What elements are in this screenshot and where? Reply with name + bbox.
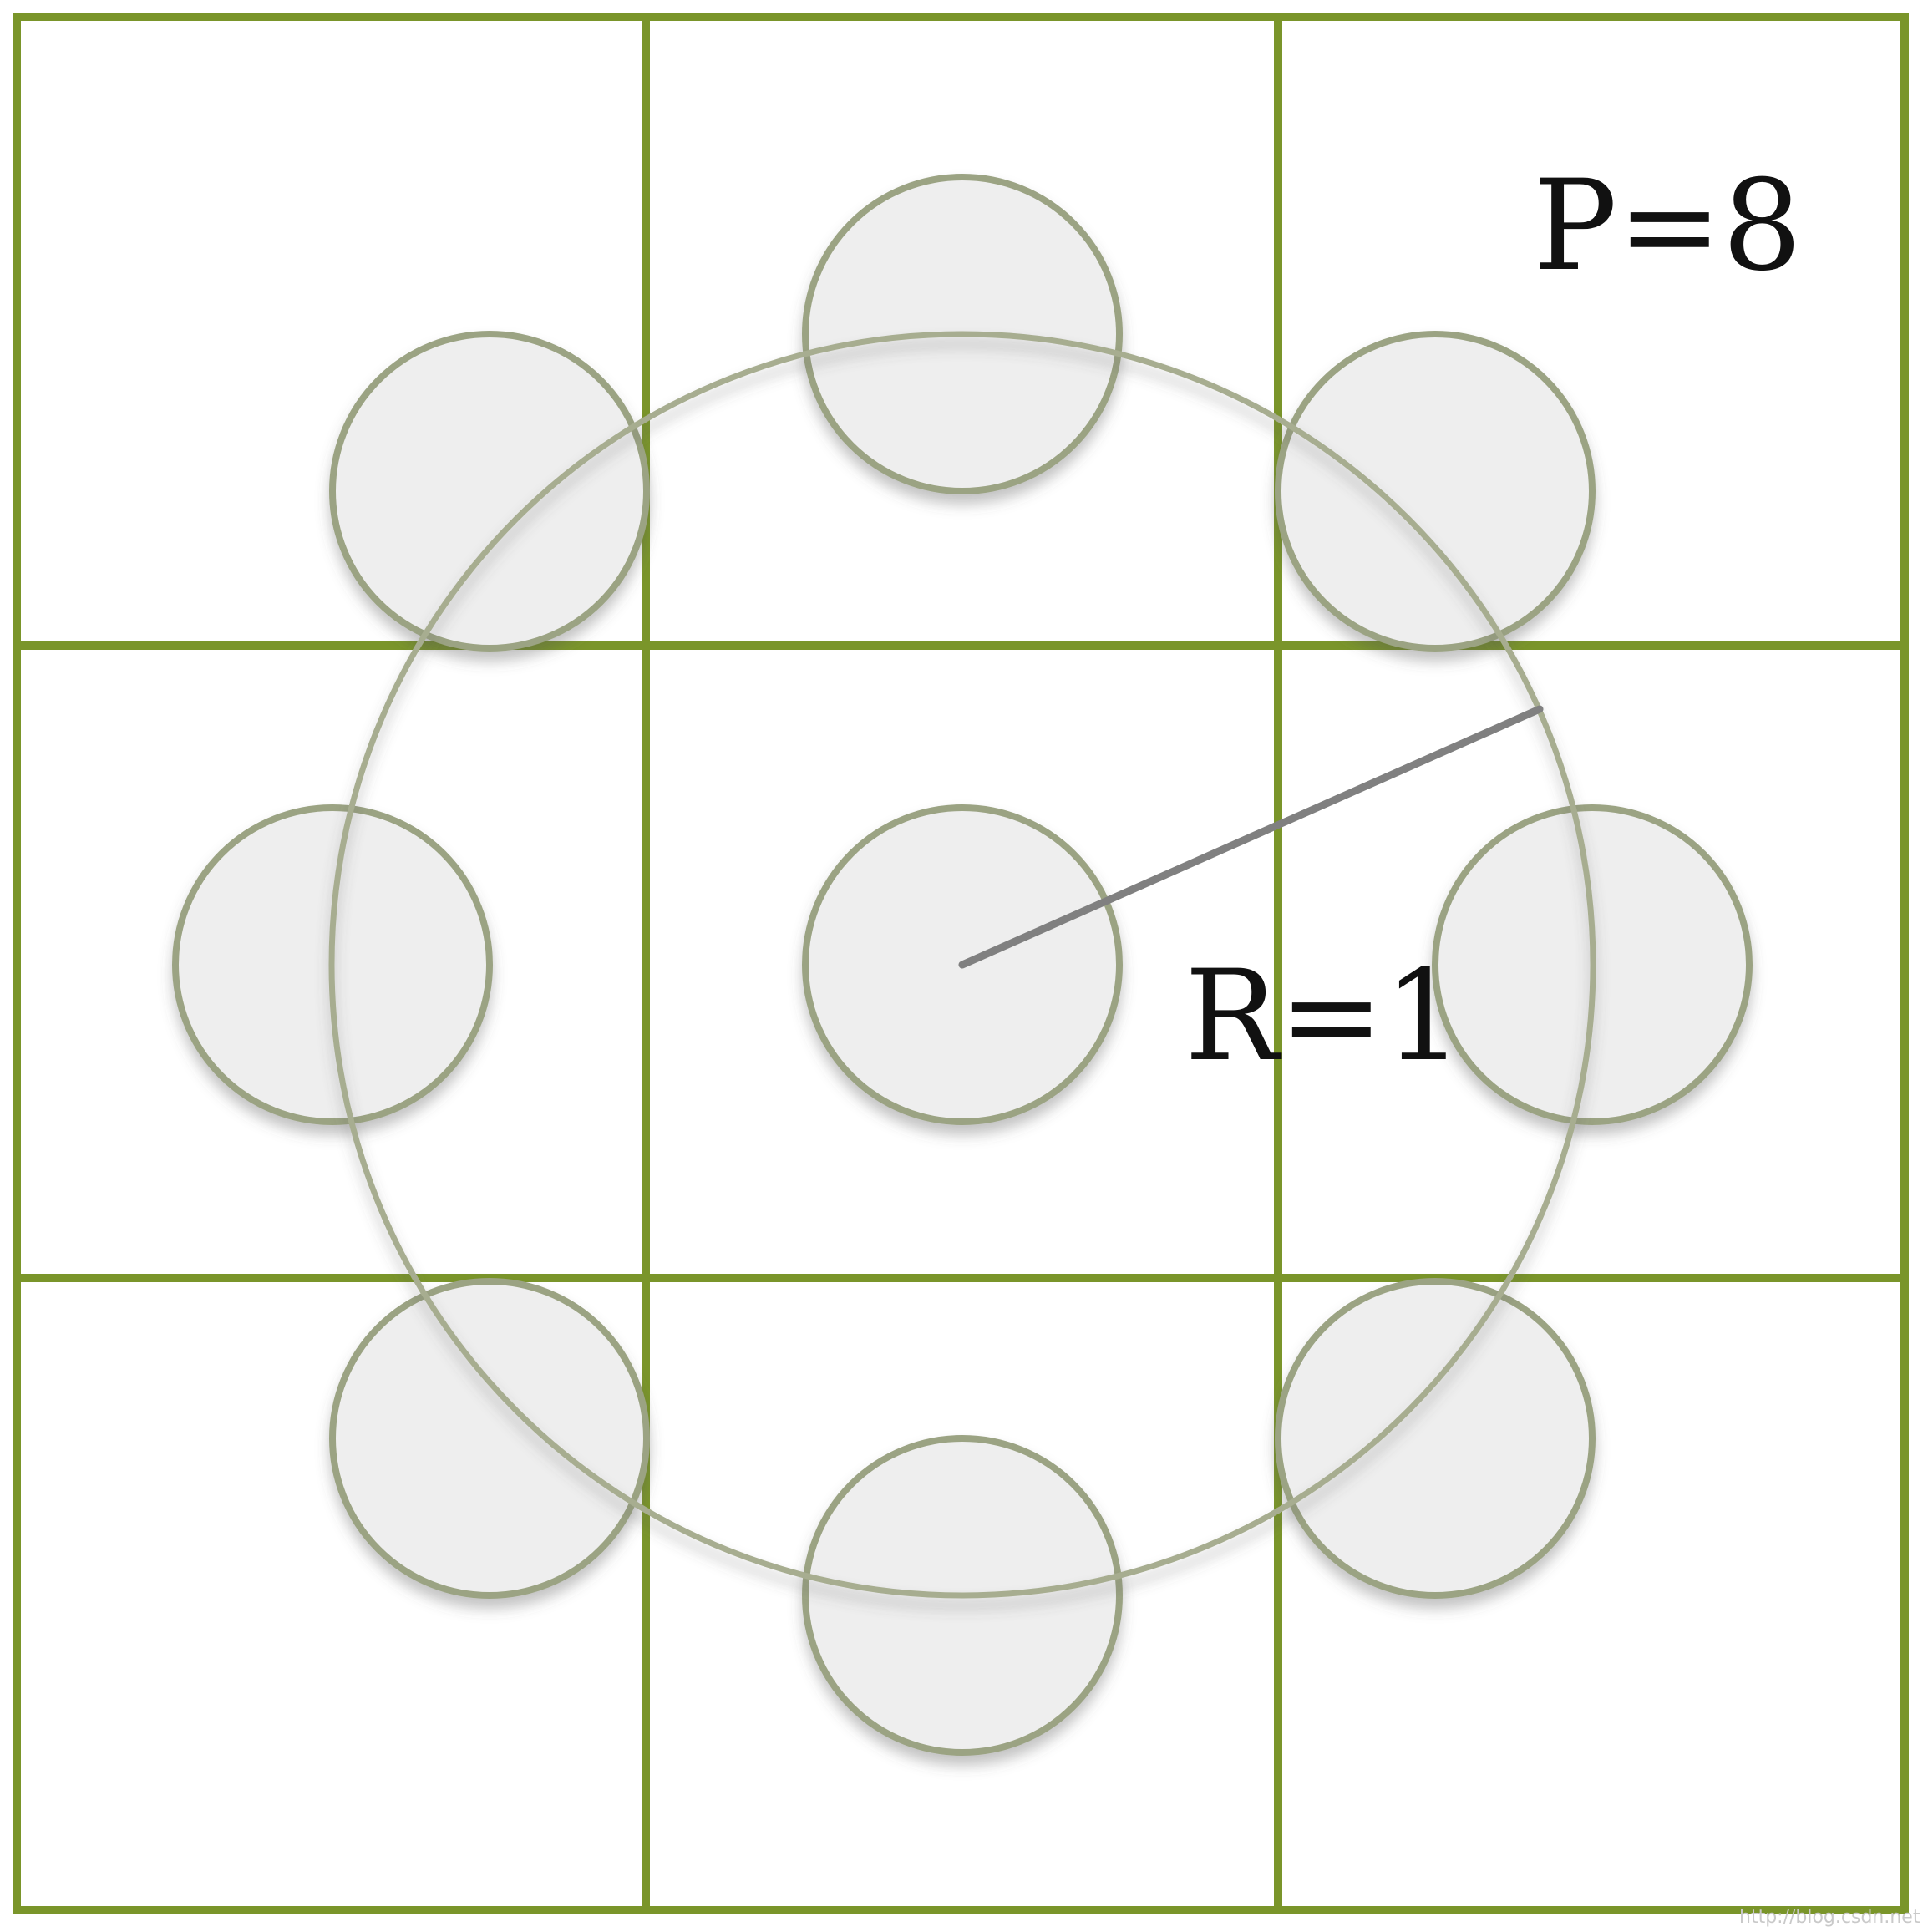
p-label: P=8 bbox=[1533, 154, 1802, 299]
grid-border bbox=[13, 13, 1909, 1914]
radius-ring bbox=[328, 331, 1596, 1599]
neighbor-circle-top-right bbox=[1275, 331, 1596, 652]
neighbor-circle-bottom-right bbox=[1275, 1278, 1596, 1599]
neighbor-circle-bottom-left bbox=[329, 1278, 650, 1599]
r-label: R=1 bbox=[1185, 944, 1464, 1089]
radius-line bbox=[958, 705, 1544, 969]
neighbor-circle-top-left bbox=[329, 331, 650, 652]
watermark: http://blog.csdn.net bbox=[1739, 1907, 1920, 1928]
pixel-grid bbox=[13, 13, 1909, 1914]
